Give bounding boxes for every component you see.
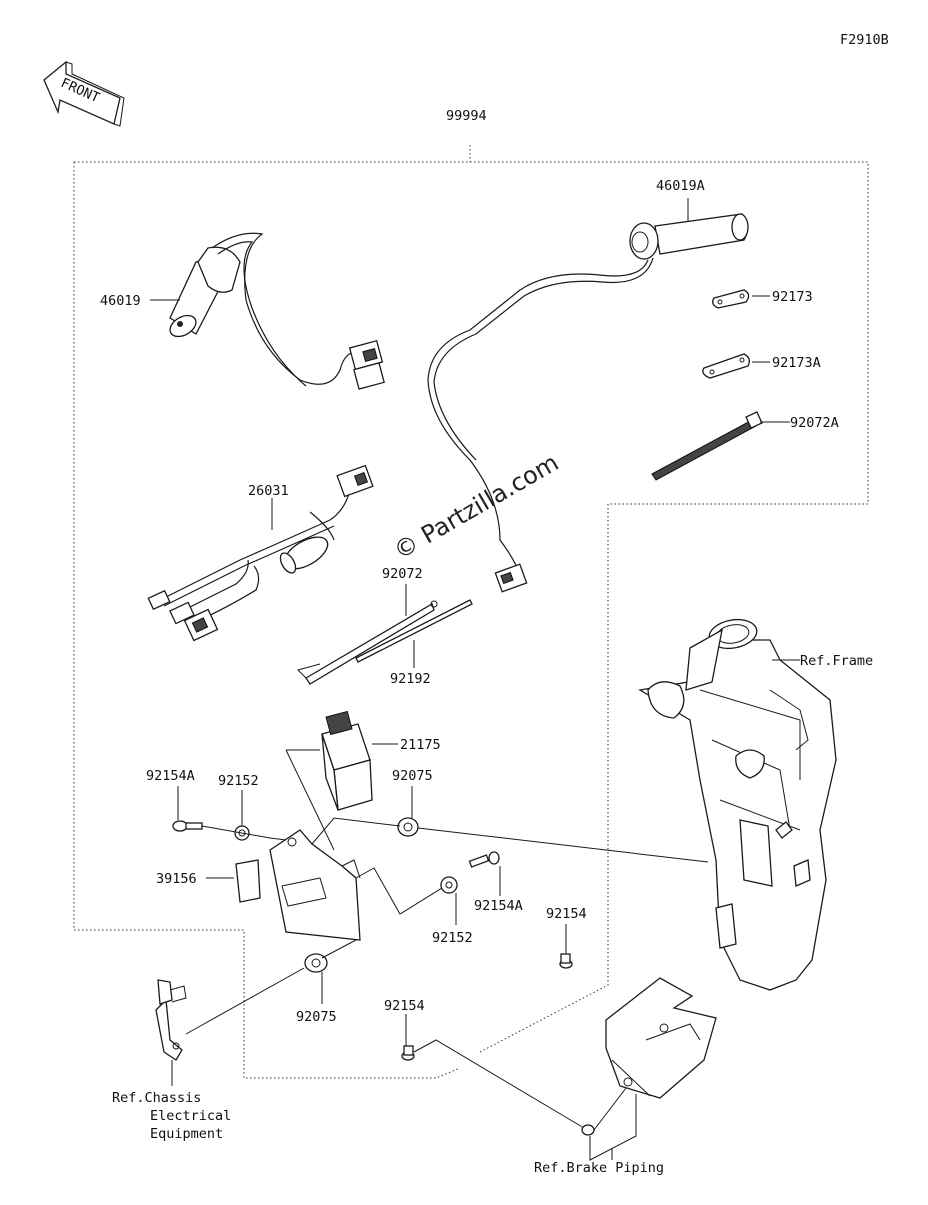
label-92152-left: 92152 (218, 773, 259, 789)
relay-21175 (321, 710, 373, 811)
label-92154A-left: 92154A (146, 768, 195, 784)
label-92192: 92192 (390, 671, 431, 687)
label-26031: 26031 (248, 483, 289, 499)
line-brake-box (589, 1094, 637, 1161)
label-ref-chassis-3: Equipment (150, 1126, 223, 1142)
harness-26031 (147, 464, 374, 642)
label-92072: 92072 (382, 566, 423, 582)
pad-39156 (235, 859, 261, 903)
watermark: © Partzilla.com (389, 448, 563, 565)
grip-heater-left (169, 232, 361, 387)
grip-right-connector (494, 563, 528, 593)
bolt-92154A-left (172, 820, 203, 832)
label-92154A-right: 92154A (474, 898, 523, 914)
label-21175: 21175 (400, 737, 441, 753)
bracket-39156 (269, 829, 361, 941)
label-ref-brake: Ref.Brake Piping (534, 1160, 664, 1176)
line-grommet-bracket-2 (321, 939, 357, 959)
line-bolt-brake (413, 1039, 585, 1129)
front-arrow-icon: FRONT (43, 60, 125, 127)
label-99994: 99994 (446, 108, 487, 124)
chassis-bracket (155, 979, 187, 1061)
label-92173: 92173 (772, 289, 813, 305)
label-92154-mid: 92154 (546, 906, 587, 922)
washer-92152-right (440, 876, 458, 894)
line-grommet-bracket (311, 817, 401, 845)
line-bracket-right (355, 867, 443, 915)
grip-heater-right (427, 213, 749, 576)
line-relay-bracket-2 (285, 749, 335, 851)
label-92152-right: 92152 (432, 930, 473, 946)
cable-tie-92072 (297, 600, 438, 685)
line-bolt-bracket (201, 825, 287, 841)
line-washer-brake (593, 1087, 627, 1131)
label-92075-top: 92075 (392, 768, 433, 784)
cable-tie-92072A (651, 411, 763, 481)
label-46019: 46019 (100, 293, 141, 309)
label-92154-bottom: 92154 (384, 998, 425, 1014)
kit-boundary (73, 145, 869, 1079)
washer-brake (581, 1124, 595, 1136)
brake-piping-bracket (605, 977, 717, 1099)
line-grommet-chassis (185, 967, 305, 1035)
diagram-code: F2910B (840, 32, 889, 48)
plate-92173A (702, 353, 750, 379)
label-ref-chassis-2: Electrical (150, 1108, 231, 1124)
bolt-92154A-right (468, 851, 500, 868)
label-92075-bottom: 92075 (296, 1009, 337, 1025)
bolt-92154-bottom (401, 1045, 415, 1061)
plate-92173 (712, 289, 750, 309)
frame-section (638, 618, 837, 991)
bolt-92154-mid (559, 953, 573, 969)
label-39156: 39156 (156, 871, 197, 887)
label-92072A: 92072A (790, 415, 839, 431)
line-grommet-frame (417, 827, 709, 863)
grommet-92075-top (397, 817, 419, 837)
grip-left-connector (348, 339, 385, 390)
label-ref-frame: Ref.Frame (800, 653, 873, 669)
grommet-92075-bottom (304, 953, 328, 973)
label-46019A: 46019A (656, 178, 705, 194)
label-92173A: 92173A (772, 355, 821, 371)
label-ref-chassis-1: Ref.Chassis (112, 1090, 201, 1106)
rod-92192 (355, 599, 473, 663)
